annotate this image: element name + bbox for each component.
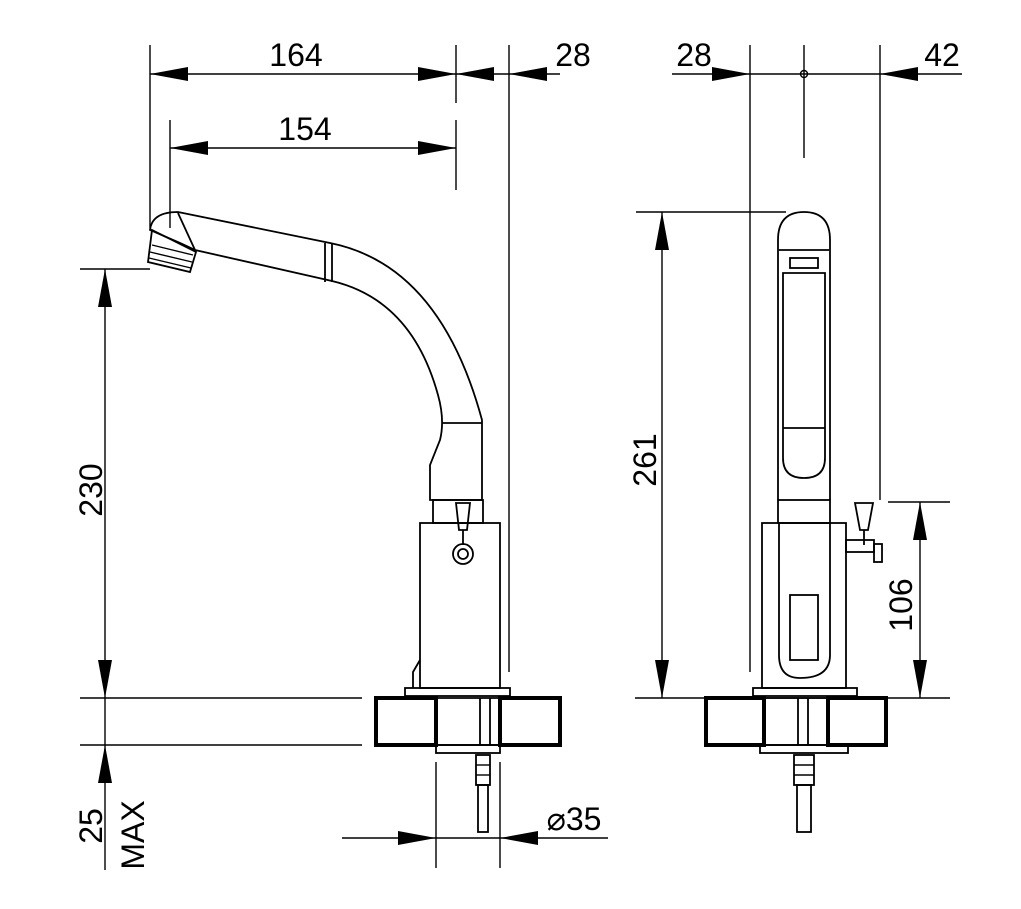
dim-diameter-35: ⌀35 [342, 762, 608, 868]
dim-28-side: 28 [672, 37, 804, 672]
side-centerline [799, 45, 809, 158]
dim-230: 230 [73, 268, 150, 698]
dim-261: 261 [627, 211, 786, 698]
dim-106-label: 106 [883, 578, 919, 631]
dim-106: 106 [883, 501, 950, 698]
side-spout [777, 211, 831, 524]
side-view: 28 42 261 106 [627, 37, 962, 833]
side-body [752, 522, 858, 697]
dim-154-label: 154 [278, 111, 331, 147]
front-aerator [147, 228, 198, 274]
front-countertop [80, 697, 362, 746]
dim-261-label: 261 [627, 433, 663, 486]
dim-max-label: MAX [115, 800, 151, 869]
dim-28-front-label: 28 [555, 37, 591, 73]
dim-154: 154 [169, 111, 457, 228]
front-mounting [374, 696, 562, 833]
dim-164-label: 164 [269, 37, 322, 73]
side-lever-handle [845, 502, 883, 563]
dim-diameter-35-label: ⌀35 [547, 801, 602, 837]
dim-42-label: 42 [924, 37, 960, 73]
dim-28-front: 28 [456, 37, 591, 672]
front-spout [149, 211, 483, 501]
side-mounting [704, 696, 888, 833]
dim-42: 42 [804, 37, 962, 500]
dim-25-max: 25 MAX [73, 698, 151, 870]
dim-164: 164 [149, 37, 457, 228]
front-body [404, 499, 511, 697]
dim-25-label: 25 [73, 808, 109, 844]
dim-230-label: 230 [73, 463, 109, 516]
front-lever-handle [452, 502, 474, 565]
dim-28-side-label: 28 [676, 37, 712, 73]
front-view: 164 28 154 230 [73, 37, 608, 870]
